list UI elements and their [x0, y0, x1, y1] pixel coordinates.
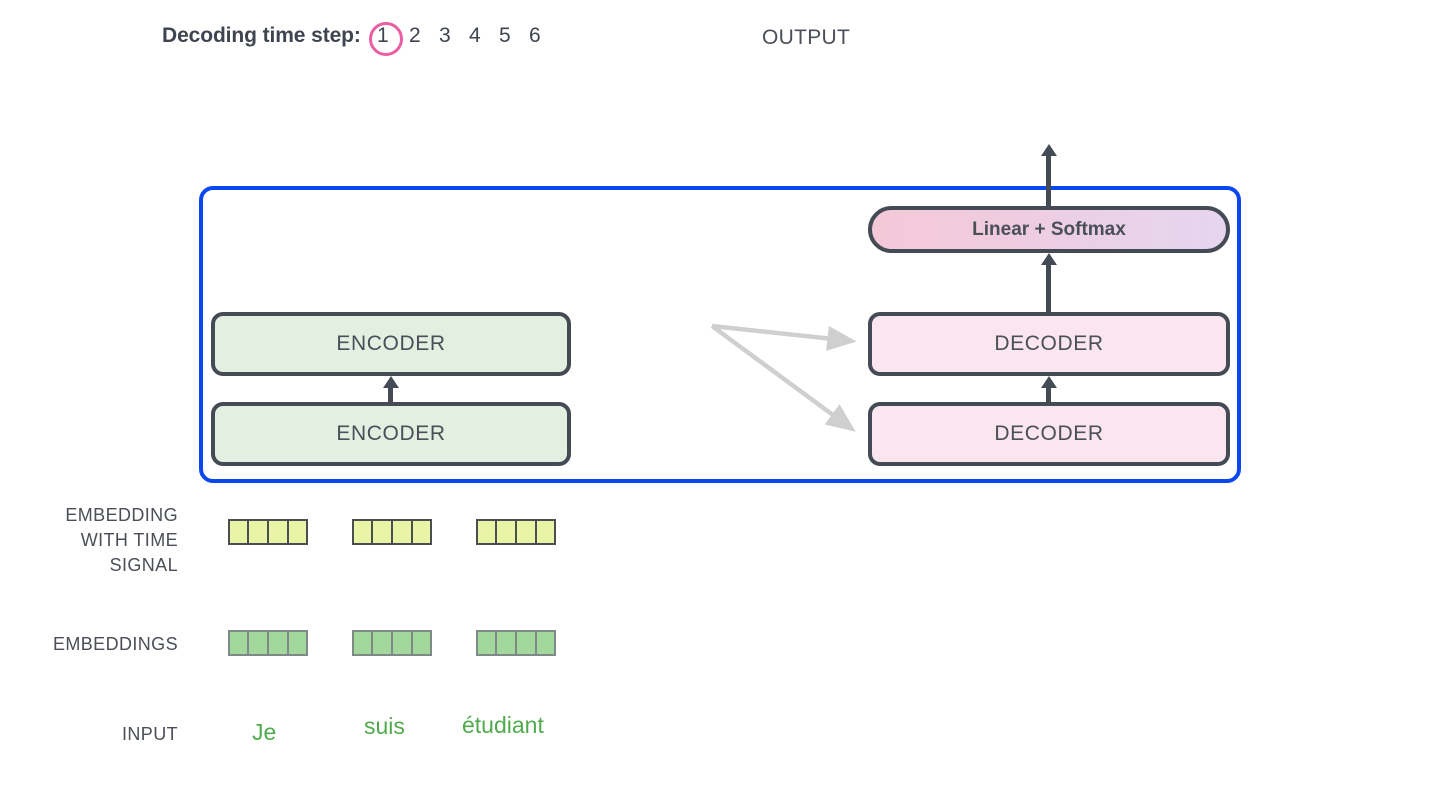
label-embeddings: EMBEDDINGS	[52, 634, 178, 654]
vector-cell	[392, 630, 412, 656]
decoding-step-3[interactable]: 3	[438, 24, 451, 47]
vector-cell	[536, 519, 556, 545]
vector-cell	[412, 519, 432, 545]
vector-cell	[372, 519, 392, 545]
vector-cell	[392, 519, 412, 545]
vector-cell	[228, 630, 248, 656]
output-label: OUTPUT	[762, 26, 851, 49]
decoder-block-bottom[interactable]: DECODER	[868, 402, 1230, 466]
vector-cell	[352, 519, 372, 545]
decoding-step-2[interactable]: 2	[408, 24, 421, 47]
vector-cell	[288, 630, 308, 656]
vector-cell	[536, 630, 556, 656]
input-token-suis: suis	[364, 713, 405, 739]
arrow-encoder-to-decoder-top	[711, 323, 857, 351]
vector-cell	[352, 630, 372, 656]
decoding-time-step-label: Decoding time step:	[162, 24, 361, 47]
vector-cell	[496, 630, 516, 656]
label-line-3: SIGNAL	[109, 555, 178, 575]
arrow-encoder-to-decoder-bottom	[710, 324, 856, 432]
input-token-etudiant: étudiant	[462, 712, 544, 738]
input-token-je: Je	[252, 719, 277, 745]
vector-cell	[268, 630, 288, 656]
decoding-step-6[interactable]: 6	[528, 24, 541, 47]
decoder-block-top[interactable]: DECODER	[868, 312, 1230, 376]
arrow-up-icon-decoder-to-linear	[1040, 253, 1057, 313]
decoding-step-5[interactable]: 5	[498, 24, 511, 47]
vector-cell	[248, 630, 268, 656]
label-input: INPUT	[122, 724, 178, 744]
time-signal-vector-1	[228, 519, 308, 545]
embedding-vector-3	[476, 630, 556, 656]
time-signal-vector-2	[352, 519, 432, 545]
embedding-vector-2	[352, 630, 432, 656]
transformer-model-container	[199, 186, 1241, 483]
vector-cell	[496, 519, 516, 545]
arrow-up-icon-output	[1040, 144, 1057, 207]
arrow-up-icon-decoder-stack	[1040, 376, 1057, 403]
vector-cell	[248, 519, 268, 545]
arrow-up-icon-encoder-stack	[382, 376, 399, 403]
label-embedding-with-time-signal: EMBEDDING WITH TIME SIGNAL	[0, 503, 178, 578]
time-signal-vector-3	[476, 519, 556, 545]
decoding-time-step-row: Decoding time step: 1 2 3 4 5 6	[162, 20, 550, 56]
vector-cell	[412, 630, 432, 656]
vector-cell	[228, 519, 248, 545]
vector-cell	[476, 630, 496, 656]
label-line-1: EMBEDDING	[65, 505, 178, 525]
vector-cell	[288, 519, 308, 545]
vector-cell	[268, 519, 288, 545]
vector-cell	[516, 630, 536, 656]
vector-cell	[476, 519, 496, 545]
encoder-block-top[interactable]: ENCODER	[211, 312, 571, 376]
decoding-step-4[interactable]: 4	[468, 24, 481, 47]
embedding-vector-1	[228, 630, 308, 656]
linear-softmax-block[interactable]: Linear + Softmax	[868, 206, 1230, 253]
encoder-block-bottom[interactable]: ENCODER	[211, 402, 571, 466]
encoder-to-decoder-arrows	[710, 323, 857, 432]
vector-cell	[372, 630, 392, 656]
label-line-2: WITH TIME	[80, 530, 178, 550]
vector-cell	[516, 519, 536, 545]
decoding-step-1[interactable]: 1	[367, 22, 403, 56]
